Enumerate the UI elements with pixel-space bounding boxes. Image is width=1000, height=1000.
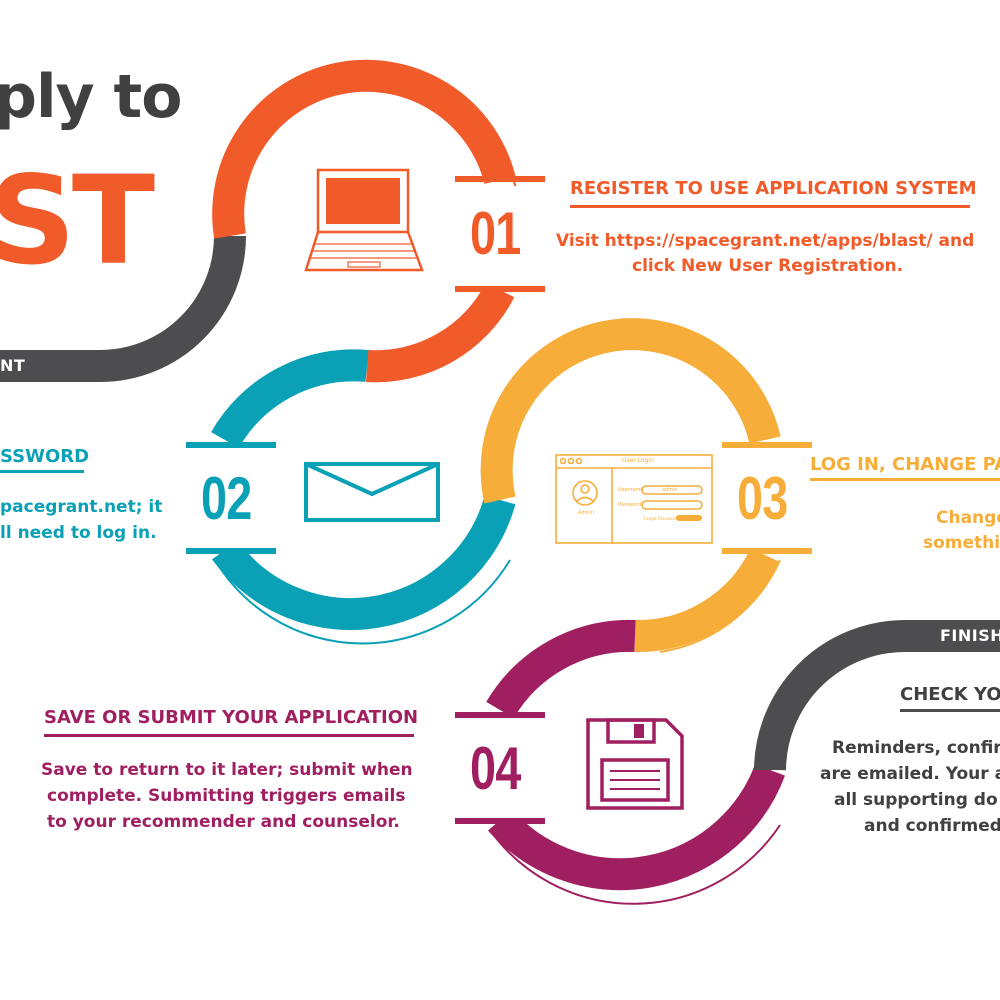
step2-number: 02 [201, 465, 252, 532]
step1-arc [212, 59, 516, 239]
step2-desc-line2: ll need to log in. [0, 523, 157, 543]
step4-arc-lower [488, 764, 785, 891]
envelope-icon [304, 462, 440, 522]
step2-desc-line1: pacegrant.net; it [0, 497, 163, 517]
step3-number: 03 [737, 465, 788, 532]
page-title-line2: ST [0, 150, 155, 292]
login-username-value: admin [662, 487, 678, 493]
start-label: NT [0, 356, 26, 375]
step5-desc-line3: all supporting do [834, 790, 998, 810]
login-password-label: Password [618, 502, 642, 508]
floppy-disk-icon [586, 718, 684, 810]
step2-heading: SSWORD [0, 446, 90, 467]
step4-desc-line3: to your recommender and counselor. [47, 812, 400, 832]
step5-desc-line2: are emailed. Your a [820, 764, 1000, 784]
step4-number: 04 [470, 735, 521, 802]
step4-desc-line2: complete. Submitting triggers emails [47, 786, 406, 806]
login-username-label: Username [618, 487, 644, 493]
step3-arc-lower [634, 547, 780, 653]
step5-heading: CHECK YO [900, 684, 1000, 705]
laptop-icon [304, 168, 424, 272]
page-title-line1: ply to [0, 62, 182, 132]
step1-number: 01 [470, 200, 521, 267]
finish-track [754, 620, 1000, 771]
step1-arc-lower [366, 282, 515, 383]
step4-desc-line1: Save to return to it later; submit when [41, 760, 413, 780]
start-track [0, 235, 246, 382]
login-avatar-label: Admin [578, 510, 594, 516]
step5-desc-line4: and confirmed [864, 816, 1000, 836]
login-window-icon [555, 454, 713, 544]
step2-arc-lower [212, 495, 516, 631]
step5-desc-line1: Reminders, confir [832, 738, 1000, 758]
step1-desc-line2: click New User Registration. [632, 256, 904, 276]
step3-desc-line2: somethi [923, 533, 1000, 553]
step3-heading: LOG IN, CHANGE PAS [810, 454, 1000, 475]
login-forgot-label: Forgot Password [644, 516, 677, 521]
step4-heading: SAVE OR SUBMIT YOUR APPLICATION [44, 707, 419, 728]
step1-heading: REGISTER TO USE APPLICATION SYSTEM [570, 178, 977, 199]
step3-arc [480, 318, 781, 504]
login-window-title: User Login [622, 457, 654, 464]
step2-arc [211, 349, 369, 449]
step3-desc-line1: Change [936, 508, 1000, 528]
step4-arc [486, 619, 636, 719]
finish-label: FINISH [940, 626, 1000, 645]
step1-desc-line1: Visit https://spacegrant.net/apps/blast/… [556, 231, 975, 251]
